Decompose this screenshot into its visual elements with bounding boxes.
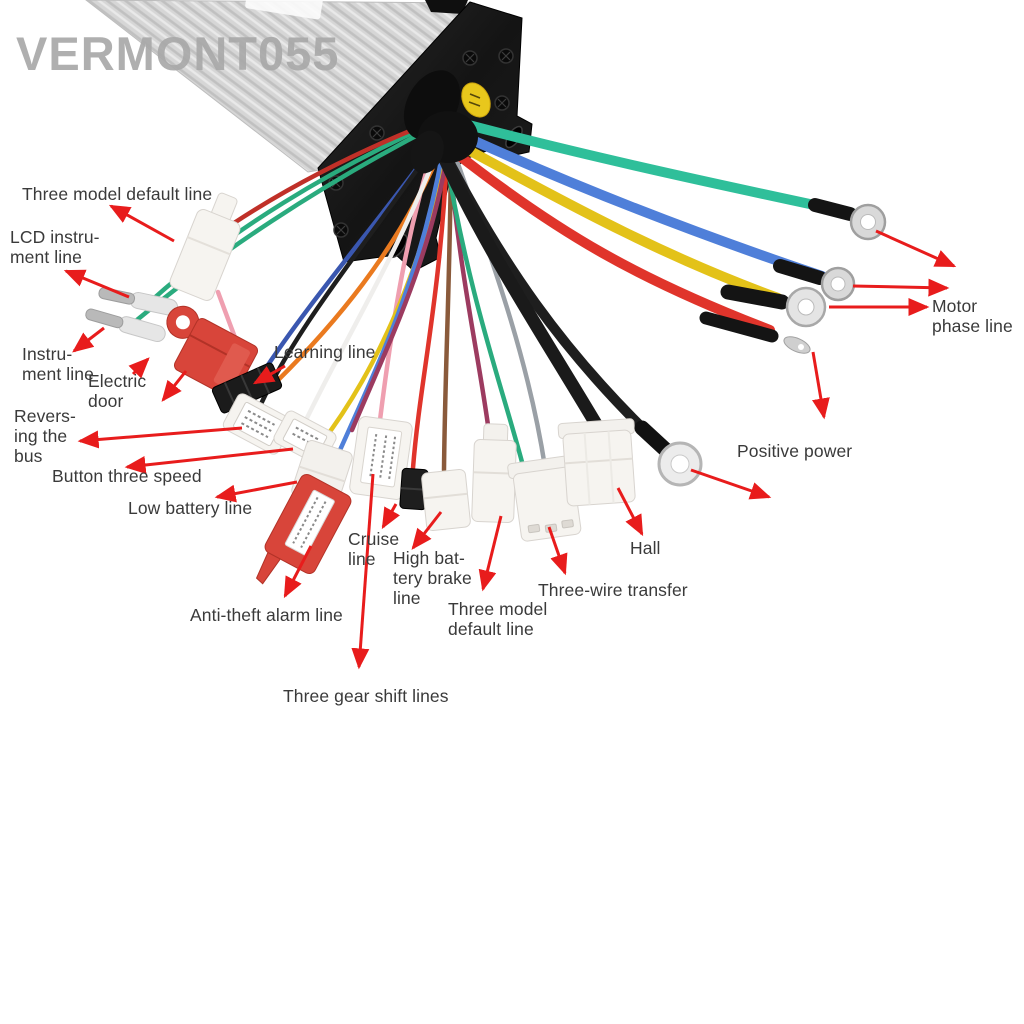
arrow-positive-a (690, 468, 772, 500)
wire-phase-blue (441, 123, 827, 281)
label-lcd-instrument-line: LCD instru- ment line (10, 227, 100, 268)
arrow-motor-phase-1 (875, 229, 957, 268)
arrow-low-battery (214, 480, 298, 503)
wire-green-thin (442, 150, 525, 465)
wire-hall-sheath (433, 141, 603, 431)
arrow-three-gear (351, 473, 375, 670)
arrow-button-three-speed (124, 447, 294, 474)
ring-terminal-phase-yellow (720, 284, 827, 328)
wire-brown (441, 151, 454, 473)
spade-terminal-power (699, 311, 811, 354)
arrow-three-model-default-bottom (478, 515, 503, 592)
label-three-wire-transfer: Three-wire transfer (538, 580, 688, 600)
wire-power-red (447, 145, 775, 335)
voltage-sticker (461, 82, 491, 118)
arrow-electric-door-a (128, 357, 150, 379)
label-instrument-line: Instru- ment line (22, 344, 94, 385)
connector-black-2pin (399, 467, 429, 511)
label-learning-line: Learning line (274, 342, 376, 362)
label-electric-door: Electric door (88, 371, 147, 412)
label-three-gear-shift-lines: Three gear shift lines (283, 686, 449, 706)
arrow-instrument (72, 326, 105, 353)
label-button-three-speed: Button three speed (52, 466, 202, 486)
arrow-anti-theft (283, 545, 313, 599)
arrow-positive-b (811, 351, 830, 420)
label-hall: Hall (630, 538, 661, 558)
label-high-battery-brake-line: High bat- tery brake line (393, 548, 472, 609)
label-positive-power: Positive power (737, 441, 853, 461)
label-reversing-the-bus: Revers- ing the bus (14, 406, 76, 467)
wire-magenta (349, 147, 451, 433)
wire-red-thin (209, 117, 440, 241)
arrow-electric-door-b (161, 370, 188, 402)
watermark: VERMONT055 (16, 27, 340, 80)
connector-three-model-default-top (169, 192, 241, 301)
label-anti-theft-alarm-line: Anti-theft alarm line (190, 605, 343, 625)
connector-three-wire-transfer (507, 454, 582, 542)
ring-terminal-positive (634, 420, 703, 487)
arrow-learning (252, 364, 286, 385)
body-label-sticker (245, 0, 323, 20)
arrow-motor-phase-2 (852, 278, 950, 297)
cable-gland (403, 70, 478, 174)
ring-terminal-phase-green (808, 198, 887, 241)
label-cruise-line: Cruise line (348, 529, 400, 570)
annotation-arrows (63, 204, 957, 670)
label-three-model-default-top: Three model default line (22, 184, 213, 204)
arrow-lcd-instrument (63, 269, 130, 299)
connector-anti-theft (255, 473, 352, 585)
wire-red-thin (410, 151, 450, 471)
screw-slots (331, 51, 511, 235)
controller-body (85, 0, 476, 173)
ring-terminal-phase-blue (773, 259, 856, 302)
wire-white (303, 141, 443, 423)
arrow-three-wire (547, 526, 568, 576)
arrow-hall (616, 487, 644, 537)
label-three-model-default-bottom: Three model default line (448, 599, 548, 640)
connector-high-battery-brake (421, 468, 471, 532)
arrow-reversing (77, 426, 243, 449)
wire-blue-thin (329, 147, 446, 471)
wire-phase-green (437, 113, 857, 218)
label-low-battery-line: Low battery line (128, 498, 253, 518)
connector-hall (557, 418, 636, 507)
connector-cruise (349, 416, 413, 500)
connector-three-model-default-bottom (471, 423, 517, 524)
arrow-high-battery (411, 511, 443, 550)
wire-phase-yellow (445, 135, 783, 303)
label-motor-phase-line: Motor phase line (932, 296, 1013, 337)
wire-green-thin (129, 123, 438, 327)
arrow-three-model-default-top (108, 204, 175, 243)
wire-black-thin (257, 135, 442, 409)
bullet-terminal (85, 308, 166, 343)
arrow-cruise (381, 503, 400, 530)
